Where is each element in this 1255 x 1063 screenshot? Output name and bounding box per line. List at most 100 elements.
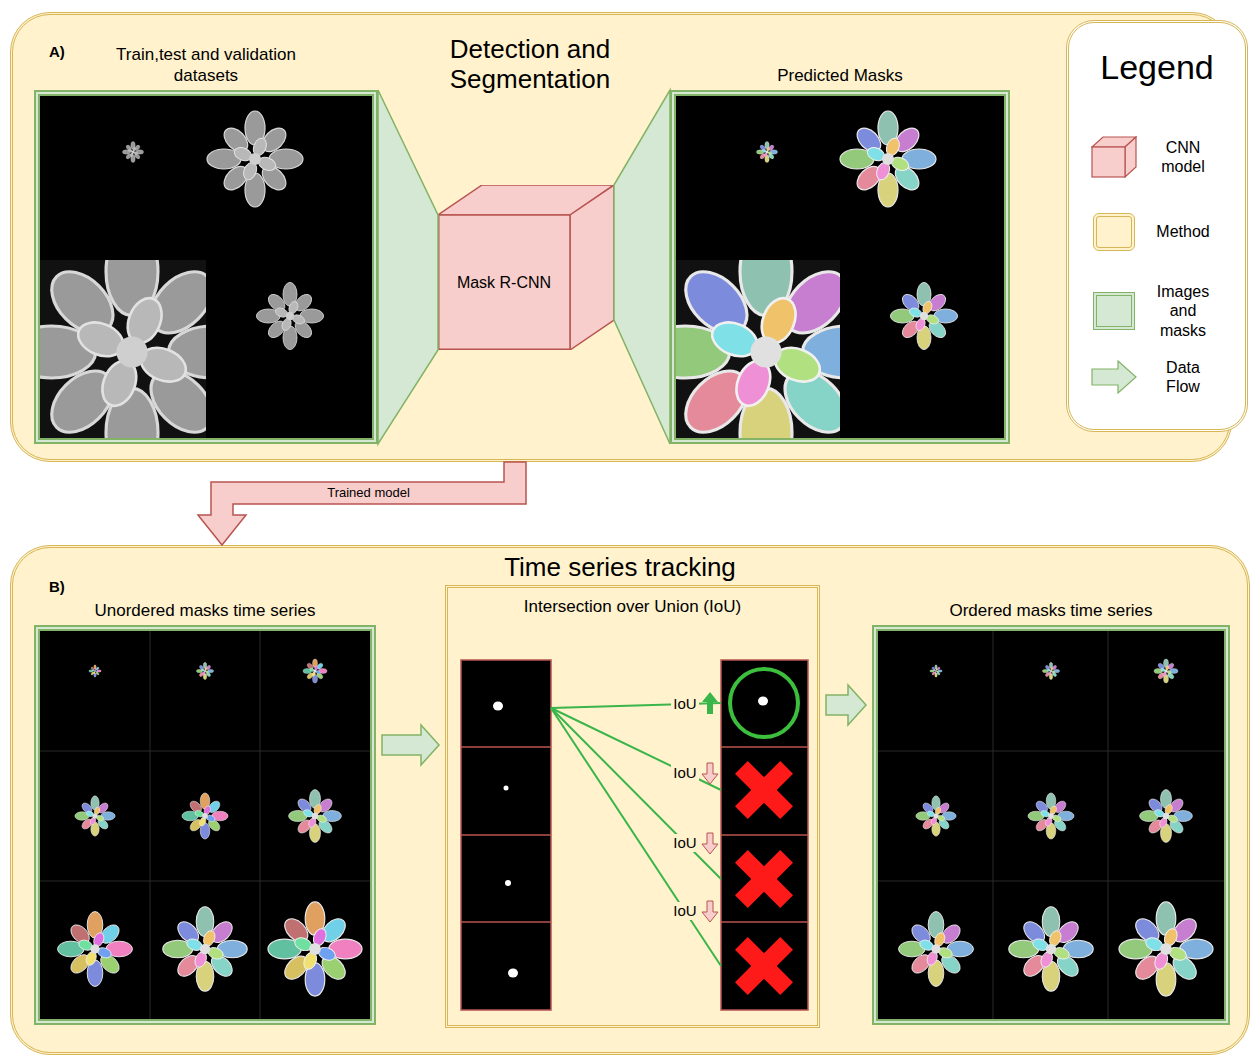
art-shape bbox=[303, 659, 327, 683]
art-shape bbox=[75, 796, 115, 836]
heading-wrap: Train,test and validation datasets bbox=[91, 45, 321, 86]
image-box: Train,test and validation datasets bbox=[34, 90, 378, 444]
art-shape bbox=[930, 665, 942, 677]
iou-label: IoU bbox=[671, 902, 698, 920]
art-shape bbox=[993, 631, 994, 1019]
art-shape bbox=[461, 660, 551, 1010]
legend-text: Images and masks bbox=[1151, 282, 1215, 340]
art-shape bbox=[916, 796, 956, 836]
panel-title: Detection and Segmentation bbox=[410, 35, 650, 95]
art-shape bbox=[551, 703, 721, 966]
iou-label-wrap: IoU bbox=[671, 764, 698, 782]
data-flow-arrow bbox=[826, 685, 866, 725]
dataset-images bbox=[40, 96, 372, 438]
iou-label: IoU bbox=[671, 764, 698, 782]
data-flow-funnel bbox=[378, 90, 438, 444]
iou-label-wrap: IoU bbox=[671, 902, 698, 920]
art-shape bbox=[756, 141, 777, 162]
title-wrap: Detection and Segmentation bbox=[410, 35, 650, 95]
edge-label: Trained model bbox=[324, 486, 413, 501]
art-shape bbox=[1009, 907, 1093, 991]
art-shape bbox=[702, 763, 718, 922]
art-shape bbox=[196, 662, 213, 679]
art-shape bbox=[40, 631, 370, 1019]
art-shape bbox=[702, 763, 718, 784]
panel-title: Time series tracking bbox=[420, 553, 820, 583]
art-shape bbox=[40, 631, 370, 1019]
art-shape bbox=[207, 111, 303, 207]
ordered-series bbox=[878, 631, 1224, 1019]
art-shape bbox=[735, 937, 793, 995]
art-shape bbox=[1140, 790, 1193, 843]
cube-shape bbox=[438, 185, 614, 350]
iou-label-wrap: IoU bbox=[671, 834, 698, 852]
cube-front bbox=[1092, 147, 1125, 177]
art-shape bbox=[1154, 659, 1178, 683]
art-shape bbox=[735, 850, 793, 908]
art-shape bbox=[461, 921, 551, 923]
arrow-shape bbox=[1092, 361, 1136, 393]
legend-text: CNN model bbox=[1151, 138, 1215, 176]
art-shape bbox=[676, 260, 840, 438]
art-shape bbox=[493, 702, 518, 978]
art-shape bbox=[890, 282, 957, 349]
legend-text-wrap: Data Flow bbox=[1151, 358, 1215, 396]
art-shape bbox=[721, 660, 808, 1010]
art-shape bbox=[40, 751, 370, 752]
art-shape bbox=[1028, 793, 1074, 839]
cube-label: Mask R-CNN bbox=[457, 273, 551, 292]
art-shape bbox=[1042, 662, 1059, 679]
unordered-series bbox=[40, 631, 370, 1019]
iou-matching bbox=[448, 588, 817, 1025]
art-shape bbox=[721, 747, 808, 922]
art-shape bbox=[840, 111, 936, 207]
legend-text-wrap: CNN model bbox=[1151, 138, 1215, 176]
art-shape bbox=[721, 921, 808, 923]
title-wrap: Time series tracking bbox=[420, 553, 820, 583]
panel-tag-wrap: A) bbox=[49, 43, 65, 60]
legend-text: Data Flow bbox=[1151, 358, 1215, 396]
art-shape bbox=[1119, 902, 1213, 996]
art-shape bbox=[721, 746, 808, 748]
art-shape bbox=[493, 702, 503, 711]
heading-wrap: Predicted Masks bbox=[725, 66, 955, 86]
predicted-mask-images bbox=[676, 96, 1004, 438]
cube-side bbox=[1125, 137, 1136, 177]
legend-text: Method bbox=[1151, 222, 1215, 241]
image-box: Ordered masks time series bbox=[872, 625, 1230, 1025]
art-shape bbox=[735, 761, 793, 819]
model-flow-arrow bbox=[198, 462, 526, 545]
art-shape bbox=[40, 260, 206, 438]
box-heading: Train,test and validation datasets bbox=[91, 45, 321, 86]
image-box: Unordered masks time series bbox=[34, 625, 376, 1025]
art-shape bbox=[735, 937, 793, 995]
panel-tag: B) bbox=[49, 578, 65, 595]
art-shape bbox=[260, 631, 261, 1019]
art-shape bbox=[504, 786, 509, 791]
art-shape bbox=[58, 912, 133, 987]
box-heading: Ordered masks time series bbox=[896, 601, 1206, 621]
art-shape bbox=[570, 185, 614, 350]
heading-wrap: Unordered masks time series bbox=[50, 601, 360, 621]
panel-tag-wrap: B) bbox=[49, 578, 65, 595]
legend-swatch bbox=[1093, 213, 1135, 251]
art-shape bbox=[505, 880, 511, 886]
method-panel: A) Detection and Segmentation Train,test … bbox=[10, 12, 1232, 462]
art-shape bbox=[89, 665, 101, 677]
art-shape bbox=[150, 631, 151, 1019]
art-shape bbox=[735, 850, 793, 908]
art-shape bbox=[461, 746, 551, 748]
legend-arrow bbox=[1091, 360, 1137, 394]
legend-box: CNN modelMethodImages and masksData Flow… bbox=[1066, 20, 1248, 432]
art-shape bbox=[461, 747, 551, 922]
art-shape bbox=[878, 881, 1224, 882]
heading-wrap: Intersection over Union (IoU) bbox=[448, 597, 817, 617]
art-shape bbox=[122, 141, 143, 162]
legend-cube bbox=[1091, 136, 1137, 178]
art-shape bbox=[735, 761, 793, 995]
art-shape bbox=[163, 907, 247, 991]
iou-label-wrap: IoU bbox=[671, 695, 698, 713]
art-shape bbox=[735, 761, 793, 819]
